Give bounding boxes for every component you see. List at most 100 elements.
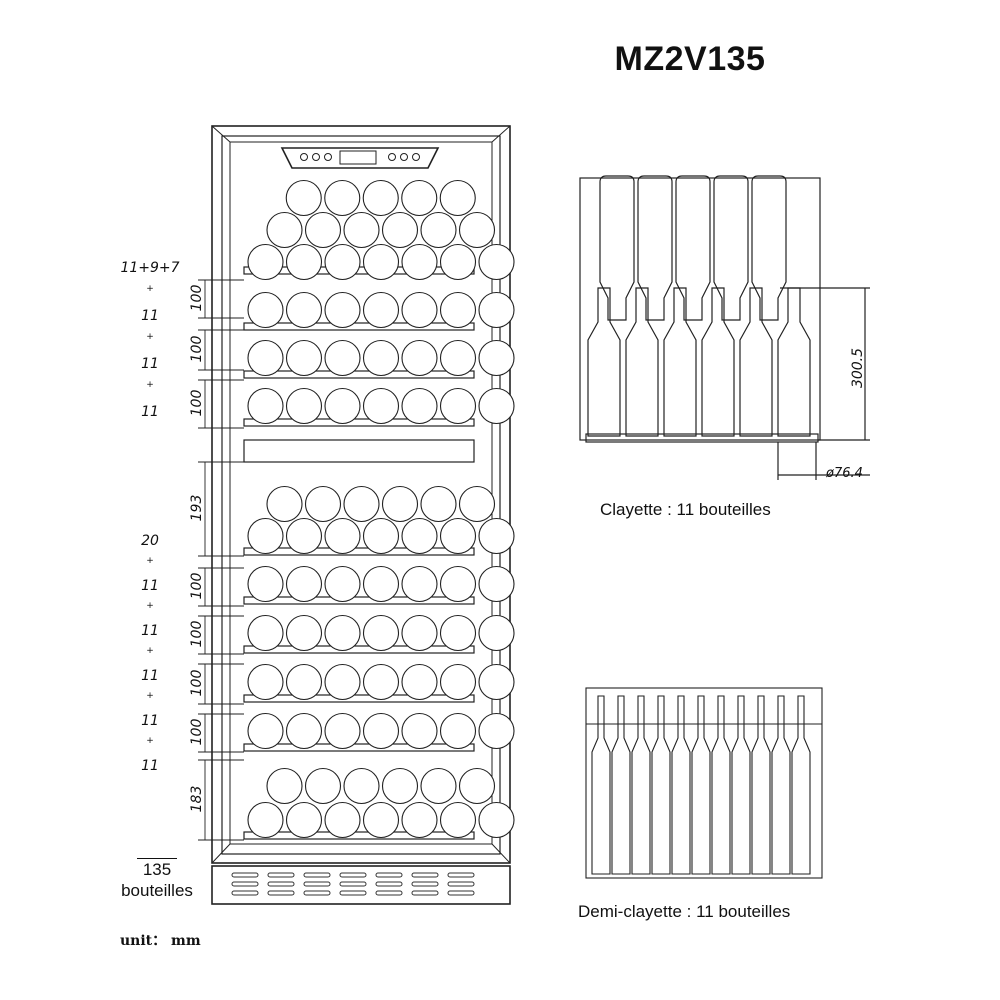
- bottle-lower: [701, 287, 735, 437]
- bottle-upper: [713, 175, 749, 321]
- bottle: [478, 663, 515, 701]
- shelf: [243, 370, 475, 379]
- total-number: 135: [136, 858, 178, 880]
- shelf: [243, 596, 475, 605]
- base-vent-slot: [447, 881, 475, 887]
- shelf-detail-diagram: [579, 175, 870, 480]
- bottle: [362, 291, 400, 329]
- bottle: [362, 517, 400, 555]
- base-vent-slot: [447, 890, 475, 896]
- half-bottle: [751, 695, 771, 875]
- shelf-height-text: 300.5: [850, 347, 866, 389]
- count-plus: +: [146, 600, 154, 611]
- bottle: [478, 801, 515, 839]
- half-bottle: [611, 695, 631, 875]
- control-knob: [324, 153, 332, 161]
- half-bottle: [691, 695, 711, 875]
- bottle: [439, 565, 477, 603]
- count-plus: +: [146, 735, 154, 746]
- shelf-spacing-label: 183: [189, 785, 205, 813]
- bottle: [439, 291, 477, 329]
- bottle: [381, 211, 419, 249]
- shelf: [243, 322, 475, 331]
- bottle: [247, 517, 284, 555]
- bottle: [324, 614, 361, 652]
- bottle: [439, 179, 476, 217]
- bottle: [247, 614, 284, 652]
- bottle: [324, 339, 361, 377]
- bottle: [420, 767, 457, 805]
- shelf-count-label: 11: [141, 713, 159, 729]
- shelf: [243, 547, 475, 556]
- count-plus: +: [146, 645, 154, 656]
- bottle: [401, 243, 438, 281]
- half-bottle: [771, 695, 791, 875]
- shelf-count-label: 11: [141, 623, 159, 639]
- half-shelf-caption: Demi-clayette : 11 bouteilles: [578, 902, 791, 921]
- base-vent-slot: [303, 881, 331, 887]
- bottle-lower: [625, 287, 659, 437]
- cabinet-outer-frame: [211, 125, 511, 864]
- bottle: [478, 614, 515, 652]
- shelf: [243, 694, 475, 703]
- shelf-spacing-label: 100: [189, 335, 205, 363]
- shelf-count-label: 20: [141, 533, 159, 549]
- bottle: [285, 565, 323, 603]
- base-vent-slot: [339, 872, 367, 878]
- bottle: [324, 243, 361, 281]
- model-title: MZ2V135: [614, 40, 766, 78]
- half-bottle: [651, 695, 671, 875]
- shelf-count-label: 11: [141, 758, 159, 774]
- shelf-count-label: 11: [141, 404, 159, 420]
- shelf-count-label: 11: [141, 668, 159, 684]
- bottle: [247, 291, 284, 329]
- control-knob: [300, 153, 308, 161]
- bottle: [266, 211, 303, 249]
- bottle: [285, 387, 323, 425]
- base-vent-slot: [231, 872, 259, 878]
- bottle: [324, 291, 361, 329]
- shelf: [243, 418, 475, 427]
- base-vent-slot: [231, 881, 259, 887]
- bottle: [439, 614, 477, 652]
- control-knob: [400, 153, 408, 161]
- bottle: [381, 485, 419, 523]
- control-knob: [412, 153, 420, 161]
- bottle: [439, 387, 477, 425]
- bottle: [343, 485, 380, 523]
- count-plus: +: [146, 555, 154, 566]
- total-label: bouteilles: [121, 881, 193, 900]
- bottle: [324, 387, 361, 425]
- cabinet-base-grille: [211, 865, 511, 905]
- base-vent-slot: [411, 881, 439, 887]
- shelf: [243, 645, 475, 654]
- bottle: [420, 211, 457, 249]
- shelf: [243, 831, 475, 840]
- control-knob: [312, 153, 320, 161]
- bottle: [439, 339, 477, 377]
- bottle: [285, 291, 323, 329]
- bottle: [247, 387, 284, 425]
- bottle: [362, 801, 400, 839]
- shelf-count-label: 11: [141, 356, 159, 372]
- bottle: [362, 565, 400, 603]
- base-vent-slot: [339, 890, 367, 896]
- bottle: [420, 485, 457, 523]
- bottle: [401, 291, 438, 329]
- half-bottle: [591, 695, 611, 875]
- bottle: [247, 339, 284, 377]
- unit-label: unit： mm: [120, 933, 201, 949]
- bottle: [285, 517, 323, 555]
- bottle: [439, 243, 477, 281]
- bottle: [478, 517, 515, 555]
- shelf-count-label: 11: [141, 308, 159, 324]
- shelf-spacing-label: 100: [189, 284, 205, 312]
- shelf-diameter-label: ø76.4: [826, 466, 863, 481]
- bottle: [401, 712, 438, 750]
- bottle: [478, 243, 515, 281]
- half-bottle: [731, 695, 751, 875]
- bottle: [247, 663, 284, 701]
- base-vent-slot: [339, 881, 367, 887]
- bottle: [324, 179, 361, 217]
- bottle: [401, 179, 438, 217]
